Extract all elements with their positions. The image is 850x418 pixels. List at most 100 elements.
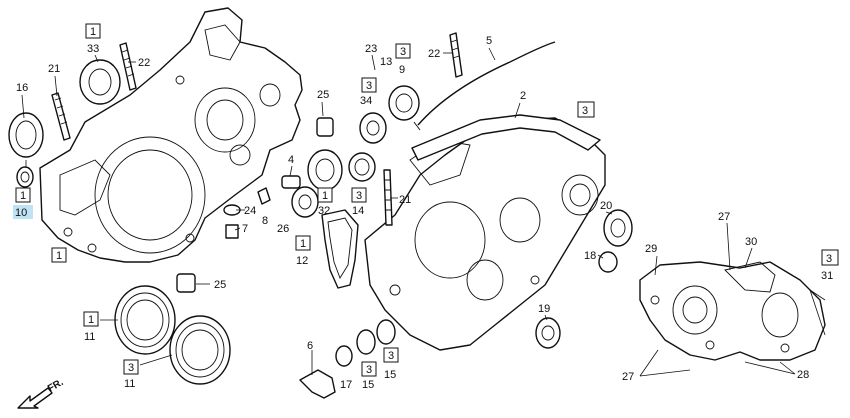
bearing-15b[interactable] xyxy=(376,319,396,345)
label-18: 18 xyxy=(584,250,596,262)
label-34: 34 xyxy=(360,95,372,107)
label-24: 24 xyxy=(244,205,256,217)
stud-bolt-22a[interactable] xyxy=(119,42,137,91)
bearing-9[interactable] xyxy=(388,85,420,121)
label-25b: 25 xyxy=(214,279,226,291)
label-17: 17 xyxy=(340,379,352,391)
right-crankcase[interactable] xyxy=(364,117,606,351)
ring-10[interactable] xyxy=(16,166,34,188)
label-13: 13 xyxy=(380,56,392,68)
label-3h: 3 xyxy=(826,253,832,265)
label-3e-box: 3 xyxy=(123,359,139,375)
callout-labels: 16 21 1 10 1 1 33 22 25 4 1 32 24 8 7 26 xyxy=(13,23,839,391)
label-1d-box: 1 xyxy=(295,235,311,251)
label-1b-box: 1 xyxy=(51,247,67,263)
label-3f-box: 3 xyxy=(361,361,377,377)
label-12: 12 xyxy=(296,255,308,267)
label-1c: 1 xyxy=(322,190,328,202)
label-3g: 3 xyxy=(388,350,394,362)
label-3b: 3 xyxy=(366,80,372,92)
label-10[interactable]: 10 xyxy=(15,207,27,219)
gasket-3c[interactable] xyxy=(411,114,601,161)
arm-6[interactable] xyxy=(299,369,336,399)
label-4: 4 xyxy=(288,154,294,166)
dowel-pin-25a[interactable] xyxy=(316,117,334,137)
plug-7[interactable] xyxy=(225,224,239,239)
bolt-24-8[interactable] xyxy=(223,187,271,216)
label-29: 29 xyxy=(645,243,657,255)
label-1a: 1 xyxy=(20,190,26,202)
label-21a: 21 xyxy=(48,63,60,75)
label-3a-box: 3 xyxy=(395,43,411,59)
front-label: FR. xyxy=(46,377,66,395)
label-33-box: 1 xyxy=(85,23,101,39)
shaft-4[interactable] xyxy=(281,175,319,218)
right-cover[interactable] xyxy=(639,261,826,361)
label-6: 6 xyxy=(307,340,313,352)
label-26: 26 xyxy=(277,223,289,235)
label-10-highlight[interactable]: 10 xyxy=(13,205,33,219)
label-3c: 3 xyxy=(582,105,588,117)
bearing-11b[interactable] xyxy=(169,315,231,385)
bearing-32[interactable] xyxy=(307,149,343,191)
label-28: 28 xyxy=(797,369,809,381)
label-3e: 3 xyxy=(128,362,134,374)
breather-tube-5[interactable] xyxy=(413,41,556,131)
label-1d: 1 xyxy=(300,238,306,250)
leader-lines xyxy=(21,47,826,377)
label-7: 7 xyxy=(242,223,248,235)
label-27a: 27 xyxy=(718,211,730,223)
bearing-33[interactable] xyxy=(79,59,121,105)
label-11a: 11 xyxy=(84,331,95,343)
label-2: 2 xyxy=(520,90,526,102)
label-3a: 3 xyxy=(400,46,406,58)
label-3d-box: 3 xyxy=(351,187,367,203)
label-20: 20 xyxy=(600,200,612,212)
label-33-box-text: 1 xyxy=(90,26,96,38)
seal-17[interactable] xyxy=(335,345,353,367)
label-1a-box: 1 xyxy=(15,187,31,203)
gasket-30[interactable] xyxy=(724,261,776,293)
gasket-12[interactable] xyxy=(321,209,359,289)
label-30: 30 xyxy=(745,236,757,248)
dowel-pin-25b[interactable] xyxy=(176,273,196,293)
label-3g-box: 3 xyxy=(383,347,399,363)
bearing-15a[interactable] xyxy=(356,329,376,355)
label-22b: 22 xyxy=(428,48,440,60)
label-23: 23 xyxy=(365,43,377,55)
label-1e-box: 1 xyxy=(83,311,99,327)
front-arrow: FR. xyxy=(17,377,66,409)
seal-18[interactable] xyxy=(598,251,618,273)
bearing-34[interactable] xyxy=(359,112,387,144)
label-15b: 15 xyxy=(384,369,396,381)
stud-bolt-22b[interactable] xyxy=(449,32,463,78)
label-32: 32 xyxy=(318,205,330,217)
stud-bolt-21a[interactable] xyxy=(51,92,71,141)
label-3f: 3 xyxy=(366,364,372,376)
oil-seal-16[interactable] xyxy=(8,112,44,158)
label-3h-box: 3 xyxy=(821,249,839,266)
label-11b: 11 xyxy=(124,378,135,390)
seal-20[interactable] xyxy=(603,209,633,247)
label-5: 5 xyxy=(486,35,492,47)
label-22a: 22 xyxy=(138,57,150,69)
label-25a: 25 xyxy=(317,89,329,101)
label-3c-box: 3 xyxy=(577,101,595,118)
label-3b-box: 3 xyxy=(361,77,377,93)
label-15a: 15 xyxy=(362,379,374,391)
label-16: 16 xyxy=(16,82,28,94)
stud-bolt-21b[interactable] xyxy=(383,169,393,226)
label-33: 33 xyxy=(87,43,99,55)
label-19: 19 xyxy=(538,303,550,315)
label-21b: 21 xyxy=(399,194,411,206)
label-27b: 27 xyxy=(622,371,634,383)
label-31: 31 xyxy=(821,270,833,282)
seal-14[interactable] xyxy=(348,152,376,182)
seal-19[interactable] xyxy=(535,317,561,349)
bearing-11a[interactable] xyxy=(114,285,176,355)
label-14: 14 xyxy=(352,205,364,217)
left-crankcase[interactable] xyxy=(39,7,303,263)
label-9: 9 xyxy=(399,64,405,76)
label-1c-box: 1 xyxy=(317,187,333,203)
